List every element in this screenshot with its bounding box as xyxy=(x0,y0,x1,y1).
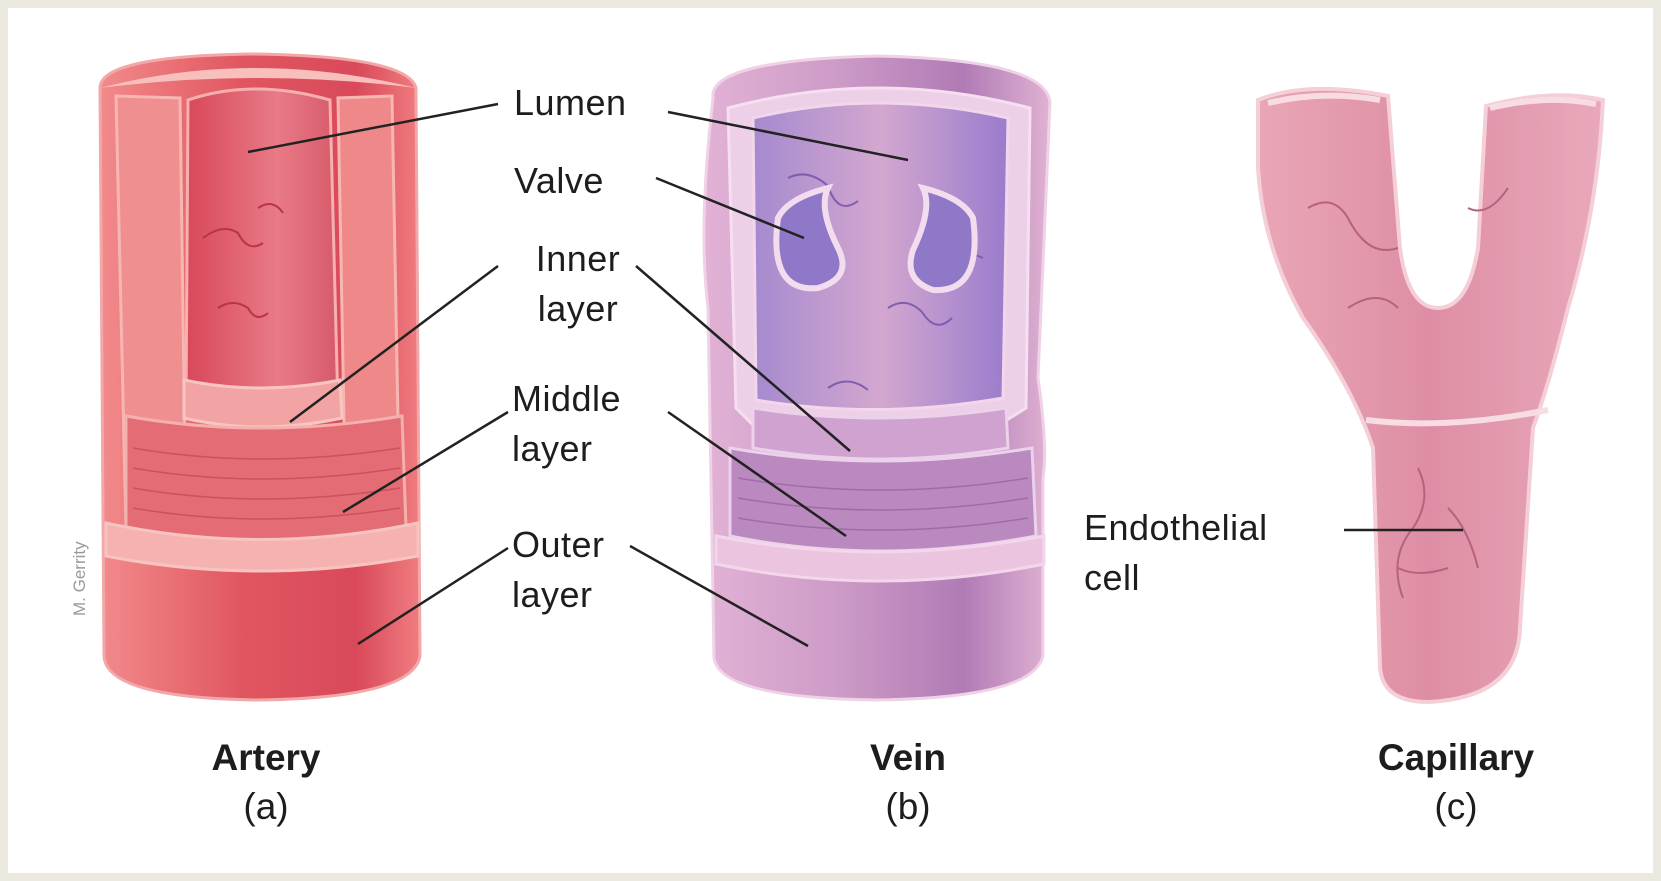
label-outer-line1: Outer xyxy=(512,520,605,570)
label-inner-line1: Inner xyxy=(516,234,640,284)
label-valve: Valve xyxy=(514,156,604,206)
label-middle-line2: layer xyxy=(512,424,593,474)
diagram-canvas: Lumen Valve Inner layer Middle layer Out… xyxy=(8,8,1653,873)
label-middle-line1: Middle xyxy=(512,374,621,424)
letter-capillary: (c) xyxy=(1356,786,1556,828)
title-vein: Vein xyxy=(778,737,1038,779)
label-inner-line2: layer xyxy=(516,284,640,334)
title-capillary: Capillary xyxy=(1326,737,1586,779)
label-outer-line2: layer xyxy=(512,570,593,620)
letter-vein: (b) xyxy=(808,786,1008,828)
capillary-illustration xyxy=(1258,89,1603,702)
artist-credit: M. Gerrity xyxy=(70,541,90,616)
title-artery: Artery xyxy=(136,737,396,779)
label-lumen: Lumen xyxy=(514,78,627,128)
letter-artery: (a) xyxy=(166,786,366,828)
label-endothelial-line1: Endothelial xyxy=(1084,503,1268,553)
label-endothelial-line2: cell xyxy=(1084,553,1140,603)
